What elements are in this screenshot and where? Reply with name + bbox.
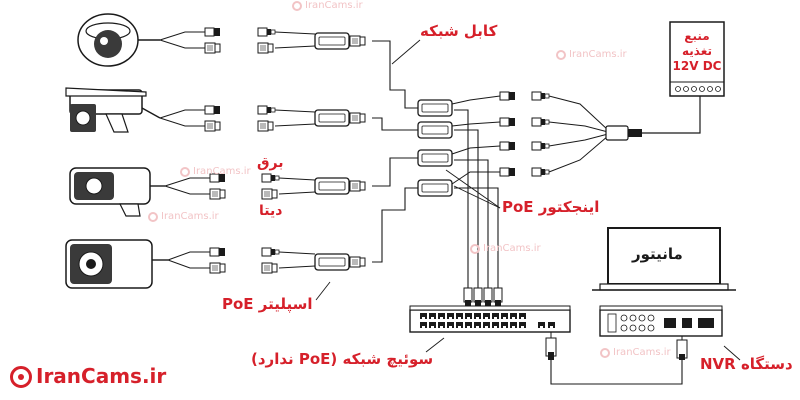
data-label: دیتا <box>259 203 283 219</box>
watermark: IranCams.ir <box>470 243 541 254</box>
brand-text: IranCams.ir <box>36 364 167 388</box>
monitor-icon <box>592 227 736 291</box>
poe-injector-icon <box>417 91 701 197</box>
brand-logo: IranCams.ir <box>10 364 166 388</box>
poe-splitter-icon <box>209 247 366 274</box>
watermark: IranCams.ir <box>292 0 363 11</box>
nvr-label: دستگاه NVR <box>700 355 793 373</box>
poe-splitter-icon <box>204 27 366 54</box>
poe-injector-label: اینجکتور PoE <box>502 198 600 216</box>
watermark: IranCams.ir <box>556 49 627 60</box>
label-leader-lines <box>315 39 741 361</box>
power-supply-label: منبع تغذیه 12V DC <box>672 29 722 74</box>
network-cables <box>372 40 499 300</box>
power-supply-icon <box>669 21 725 97</box>
poe-splitter-icon <box>209 173 366 200</box>
irancams-logo-icon <box>10 366 32 388</box>
watermark: IranCams.ir <box>148 211 219 222</box>
camera-wires <box>159 31 210 269</box>
power-supply-label-line-2: تغذیه <box>682 44 712 58</box>
poe-splitter-icon <box>204 105 366 132</box>
power-supply-label-line-3: 12V DC <box>672 59 722 73</box>
network-switch-label: سوئیچ شبکه (PoE ندارد) <box>251 350 434 368</box>
monitor-label: مانیتور <box>632 245 683 263</box>
power-label: برق <box>257 155 284 171</box>
poe-splitter-label: اسپلیتر PoE <box>222 295 313 313</box>
watermark: IranCams.ir <box>600 347 671 358</box>
bullet-camera-icon <box>65 87 161 133</box>
network-switch-icon <box>409 287 683 385</box>
watermark: IranCams.ir <box>180 166 251 177</box>
nvr-icon <box>599 305 723 360</box>
dome-camera-icon <box>77 13 160 67</box>
power-supply-label-line-1: منبع <box>684 29 710 43</box>
network-cable-label: کابل شبکه <box>420 22 498 40</box>
bullet-camera-icon <box>65 239 168 289</box>
bullet-camera-icon <box>69 167 165 217</box>
